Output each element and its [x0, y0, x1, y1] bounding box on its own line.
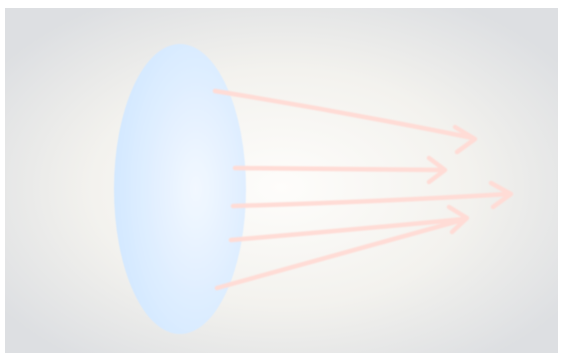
- background-gradient: [5, 8, 558, 353]
- illustration-canvas: [5, 8, 558, 353]
- illustration-svg: [5, 8, 558, 353]
- blue-ellipse: [114, 44, 246, 334]
